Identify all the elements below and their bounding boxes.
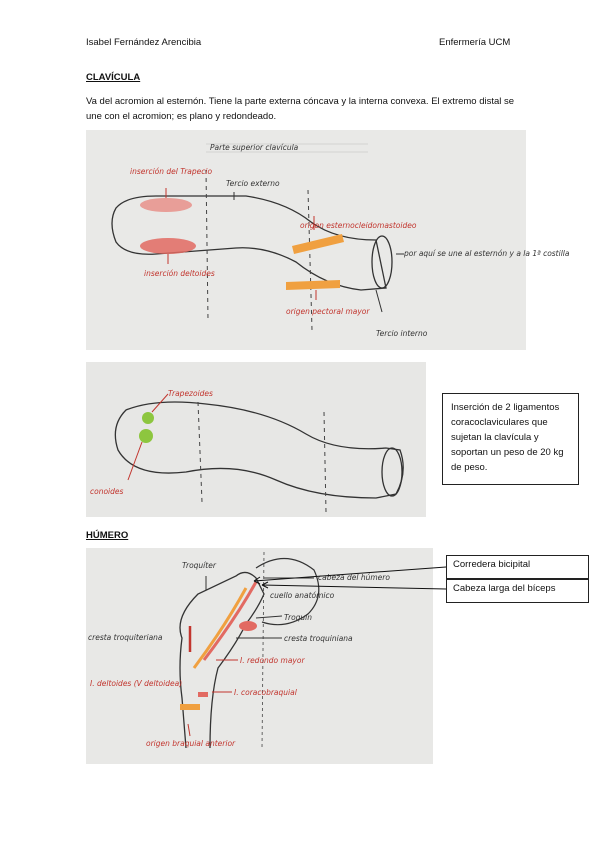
label-leader-lines — [253, 566, 447, 590]
label-corredera-bicipital: Corredera bicipital — [446, 555, 589, 579]
label-braquial: origen braquial anterior — [146, 739, 236, 748]
label-cuello-anatomico: cuello anatómico — [270, 591, 335, 600]
fig1-heading: Parte superior clavícula — [210, 143, 299, 152]
clavicle-superior-svg: Parte superior clavícula inserción del T… — [86, 130, 570, 350]
label-esternocleido: origen esternocleidomastoideo — [300, 221, 417, 230]
label-troquin: Troquín — [284, 613, 312, 622]
clavicle-superior-drawing: Parte superior clavícula inserción del T… — [86, 130, 570, 350]
section-title-clavicula: CLAVÍCULA — [86, 72, 141, 83]
label-trapezoides: Trapezoides — [168, 389, 213, 398]
label-deltoides-humero: I. deltoides (V deltoidea) — [90, 679, 182, 688]
section-title-humero: HÚMERO — [86, 530, 129, 541]
label-tercio-externo: Tercio externo — [226, 179, 280, 188]
label-trapecio: inserción del Trapecio — [130, 167, 212, 176]
clavicula-description: Va del acromion al esternón. Tiene la pa… — [86, 96, 515, 122]
clavicle-inferior-svg: Trapezoides conoides — [86, 362, 426, 517]
label-coracobraquial: I. coracobraquial — [234, 688, 298, 697]
label-tercio-interno: Tercio interno — [376, 329, 428, 338]
ligament-note: Inserción de 2 ligamentos coracoclavicul… — [442, 393, 579, 485]
header-org: Enfermería UCM — [439, 37, 511, 48]
label-redondo-mayor: I. redondo mayor — [240, 656, 305, 665]
header-author: Isabel Fernández Arencibia — [86, 37, 202, 48]
label-pectoral: origen pectoral mayor — [286, 307, 370, 316]
label-cresta-troquiniana: cresta troquiniana — [284, 634, 353, 643]
clavicle-inferior-drawing: Trapezoides conoides — [86, 362, 426, 517]
label-troquiter: Troquíter — [182, 561, 217, 570]
label-cabeza-humero: cabeza del húmero — [318, 573, 390, 582]
label-conoides: conoides — [90, 487, 124, 496]
label-cabeza-larga-biceps: Cabeza larga del bíceps — [446, 579, 589, 603]
label-cresta-troquiteriana: cresta troquiteriana — [88, 633, 163, 642]
label-esternon-note: por aquí se une al esternón y a la 1ª co… — [403, 249, 570, 258]
label-deltoides: inserción deltoides — [144, 269, 215, 278]
